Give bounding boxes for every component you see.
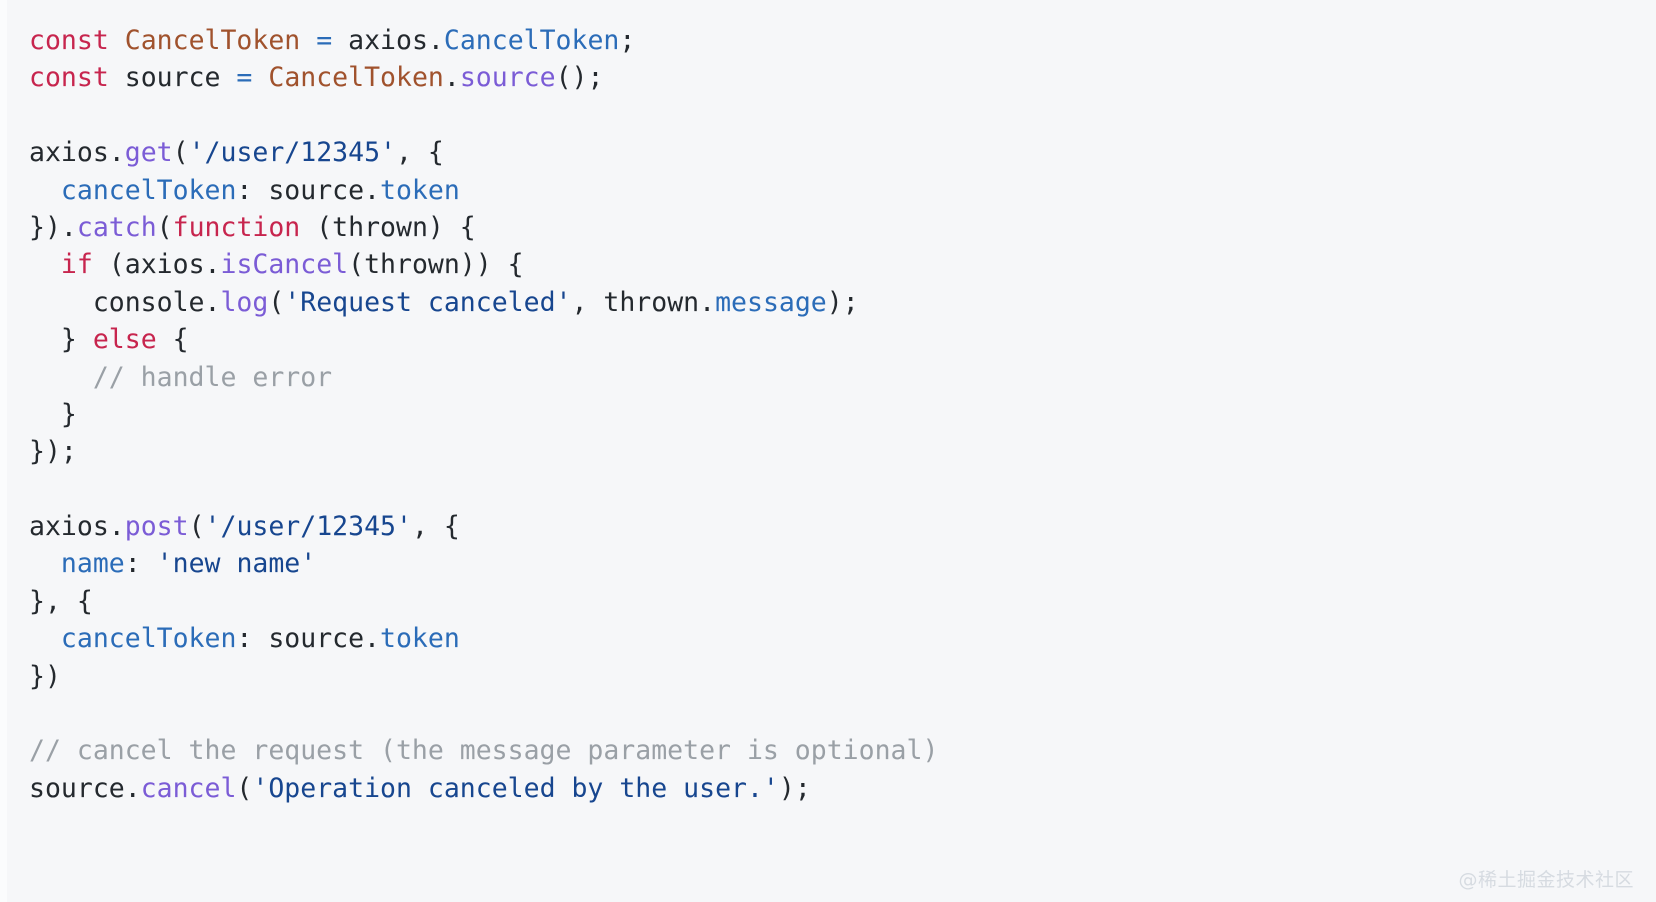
code-line xyxy=(29,97,1656,134)
code-token-prop: token xyxy=(380,174,460,206)
code-token-plain: (thrown) { xyxy=(300,211,476,243)
code-token-declare: CancelToken xyxy=(268,62,444,94)
watermark-label: @稀土掘金技术社区 xyxy=(1458,869,1634,891)
code-line: }) xyxy=(29,658,1656,695)
code-token-func: log xyxy=(220,286,269,318)
code-line: }); xyxy=(29,433,1656,470)
code-line xyxy=(29,695,1656,732)
code-line: }, { xyxy=(29,583,1656,620)
code-line: // cancel the request (the message param… xyxy=(29,732,1656,769)
code-token-func: post xyxy=(124,511,189,543)
code-token-keyword: if xyxy=(60,249,93,281)
code-token-plain: . xyxy=(443,62,460,94)
code-listing[interactable]: const CancelToken = axios.CancelToken; c… xyxy=(29,22,1656,807)
code-token-func: source xyxy=(459,62,556,94)
code-token-func: catch xyxy=(76,211,157,243)
code-token-func: cancel xyxy=(140,772,237,804)
code-token-plain: } xyxy=(29,398,77,430)
code-token-plain: (thrown)) { xyxy=(348,249,524,281)
code-token-plain: ( xyxy=(172,137,189,169)
code-token-plain xyxy=(29,249,61,280)
code-line: const CancelToken = axios.CancelToken; xyxy=(29,22,1656,59)
code-line: cancelToken: source.token xyxy=(29,172,1656,209)
code-token-plain: source xyxy=(108,62,237,94)
code-token-plain: console. xyxy=(29,286,221,318)
code-token-prop: token xyxy=(380,623,460,655)
code-token-plain: { xyxy=(156,324,189,356)
code-line: } else { xyxy=(29,321,1656,358)
code-token-plain xyxy=(109,25,125,56)
code-token-operator: = xyxy=(236,62,253,94)
code-token-plain: (); xyxy=(555,62,604,94)
code-line: axios.get('/user/12345', { xyxy=(29,134,1656,171)
code-token-plain: (axios. xyxy=(92,249,221,281)
code-token-plain: , { xyxy=(396,137,444,169)
code-token-plain: }). xyxy=(29,211,77,243)
code-token-plain: : source. xyxy=(236,623,381,655)
code-token-plain xyxy=(29,548,61,579)
code-token-plain: , { xyxy=(411,511,460,543)
code-token-plain xyxy=(252,62,268,93)
code-token-plain: : xyxy=(124,548,157,580)
code-token-keyword: const xyxy=(29,25,109,56)
code-token-comment: // handle error xyxy=(29,361,333,393)
code-token-plain: axios. xyxy=(29,511,125,543)
code-token-plain xyxy=(300,25,316,56)
code-token-plain: ( xyxy=(188,511,205,543)
code-token-declare: CancelToken xyxy=(124,25,301,56)
code-line: cancelToken: source.token xyxy=(29,620,1656,657)
code-line: name: 'new name' xyxy=(29,545,1656,582)
code-line: axios.post('/user/12345', { xyxy=(29,508,1656,545)
code-token-prop: CancelToken xyxy=(443,25,620,56)
code-token-plain: axios. xyxy=(29,137,125,169)
code-line: if (axios.isCancel(thrown)) { xyxy=(29,246,1656,283)
code-token-plain: }); xyxy=(29,436,77,468)
code-token-string: 'Operation canceled by the user.' xyxy=(252,772,779,804)
code-token-plain: : source. xyxy=(236,174,381,206)
code-token-prop: message xyxy=(715,286,827,318)
code-token-plain: ; xyxy=(619,25,636,56)
code-token-plain: ); xyxy=(826,286,859,318)
code-line: } xyxy=(29,396,1656,433)
code-token-plain: } xyxy=(29,324,93,356)
code-line: const source = CancelToken.source(); xyxy=(29,59,1656,96)
code-token-plain: }, { xyxy=(29,585,93,617)
code-token-plain: axios. xyxy=(332,25,444,56)
code-token-string: '/user/12345' xyxy=(204,511,412,543)
code-token-plain: ( xyxy=(236,772,253,804)
code-line: source.cancel('Operation canceled by the… xyxy=(29,770,1656,807)
code-token-plain: ( xyxy=(156,211,173,243)
code-token-prop: name xyxy=(60,548,125,580)
code-token-plain: }) xyxy=(29,660,61,692)
code-token-string: 'Request canceled' xyxy=(284,286,572,318)
code-token-keyword: else xyxy=(92,324,157,356)
code-line: console.log('Request canceled', thrown.m… xyxy=(29,284,1656,321)
code-token-prop: cancelToken xyxy=(60,623,237,655)
code-line: // handle error xyxy=(29,359,1656,396)
code-token-plain: ); xyxy=(778,772,811,804)
code-token-plain xyxy=(29,175,61,206)
code-token-operator: = xyxy=(316,25,333,56)
code-token-plain xyxy=(29,623,61,654)
code-token-string: '/user/12345' xyxy=(188,137,396,169)
code-token-func: isCancel xyxy=(220,249,349,281)
code-token-func: get xyxy=(124,137,173,169)
code-token-prop: cancelToken xyxy=(60,174,237,206)
code-token-comment: // cancel the request (the message param… xyxy=(29,735,939,767)
code-token-keyword: const xyxy=(29,62,109,94)
code-token-keyword: function xyxy=(172,211,301,243)
code-token-string: 'new name' xyxy=(156,548,317,580)
code-token-plain: ( xyxy=(268,286,285,318)
code-line: }).catch(function (thrown) { xyxy=(29,209,1656,246)
code-token-plain: source. xyxy=(29,772,141,804)
code-line xyxy=(29,471,1656,508)
code-token-plain: , thrown. xyxy=(571,286,716,318)
